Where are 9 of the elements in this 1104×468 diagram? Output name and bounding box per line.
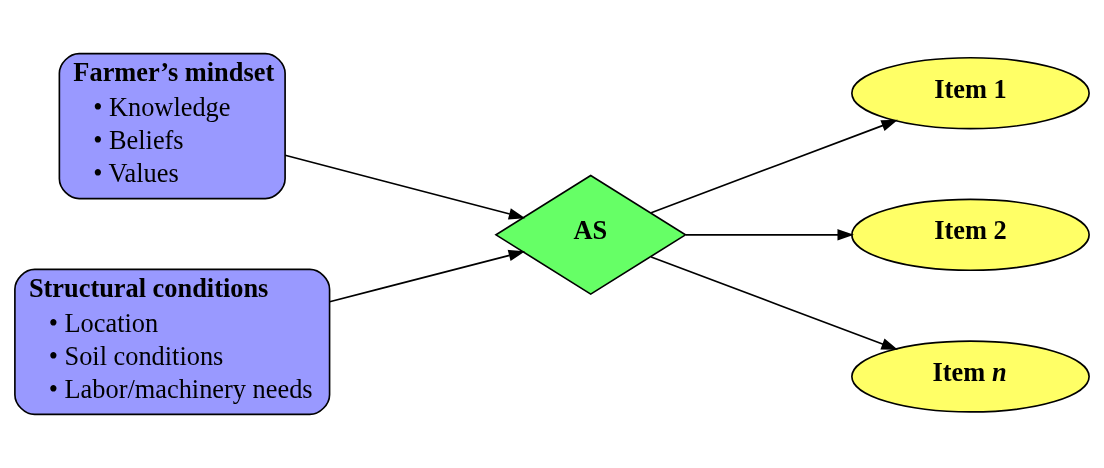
arrow [650,119,898,214]
arrow [284,154,526,220]
node-ellipse: Item 2 [851,198,1090,272]
arrow [650,256,898,350]
node-box: Farmer’s mindset • Knowledge • Beliefs • Values [58,52,286,200]
node-diamond: AS [494,174,687,296]
arrow [328,249,526,303]
arrow [685,229,854,241]
node-box: Structural conditions • Location • Soil conditions • Labor/machinery needs [14,268,331,416]
